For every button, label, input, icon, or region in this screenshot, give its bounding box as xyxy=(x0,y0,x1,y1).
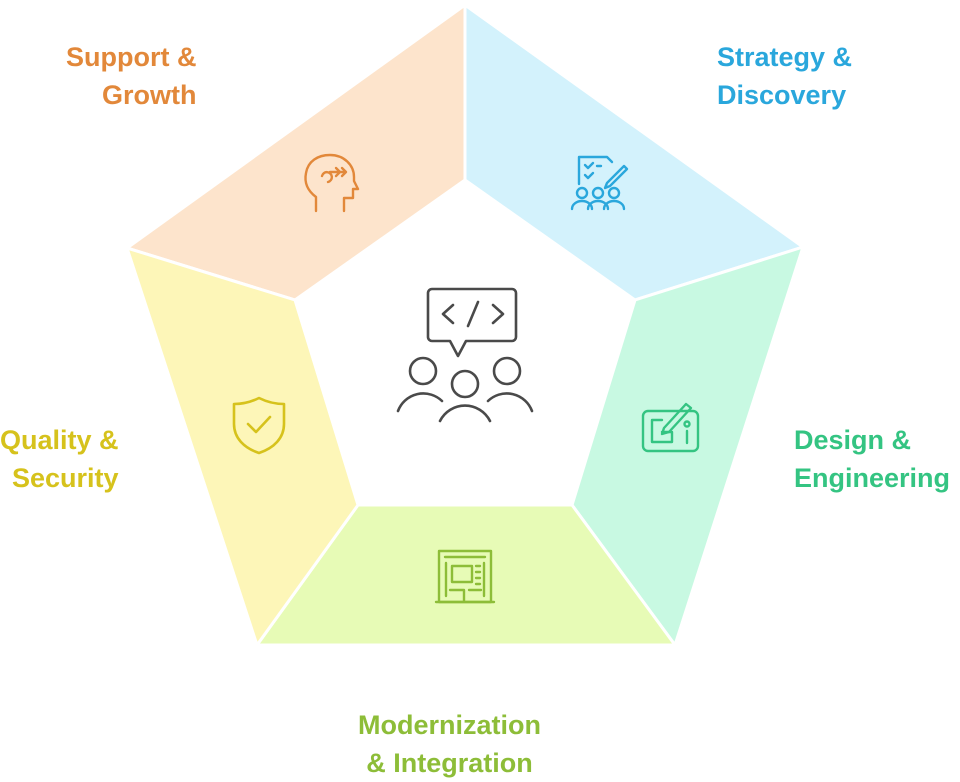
label-design: Design & Engineering xyxy=(794,421,950,497)
segment-quality xyxy=(124,245,360,649)
label-quality-line1: Quality & xyxy=(0,425,119,455)
label-modernization: Modernization & Integration xyxy=(358,706,541,782)
building-panel-icon xyxy=(434,549,496,604)
label-support-line1: Support & xyxy=(66,42,197,72)
team-code-icon xyxy=(396,287,534,423)
label-support: Support & Growth xyxy=(66,38,196,114)
shield-check-icon xyxy=(232,396,286,455)
label-support-line2: Growth xyxy=(101,80,197,110)
label-strategy: Strategy & Discovery xyxy=(717,38,852,114)
label-strategy-line2: Discovery xyxy=(717,80,847,110)
label-strategy-line1: Strategy & xyxy=(717,42,853,72)
label-quality: Quality & Security xyxy=(0,421,119,497)
design-tablet-icon xyxy=(641,402,700,453)
team-plan-icon xyxy=(570,155,629,211)
label-design-line1: Design & xyxy=(794,425,912,455)
label-design-line2: Engineering xyxy=(794,463,951,493)
label-modernization-line2: & Integration xyxy=(366,748,533,778)
label-modernization-line1: Modernization xyxy=(358,710,541,740)
label-quality-line2: Security xyxy=(11,463,119,493)
head-mind-icon xyxy=(304,153,360,213)
